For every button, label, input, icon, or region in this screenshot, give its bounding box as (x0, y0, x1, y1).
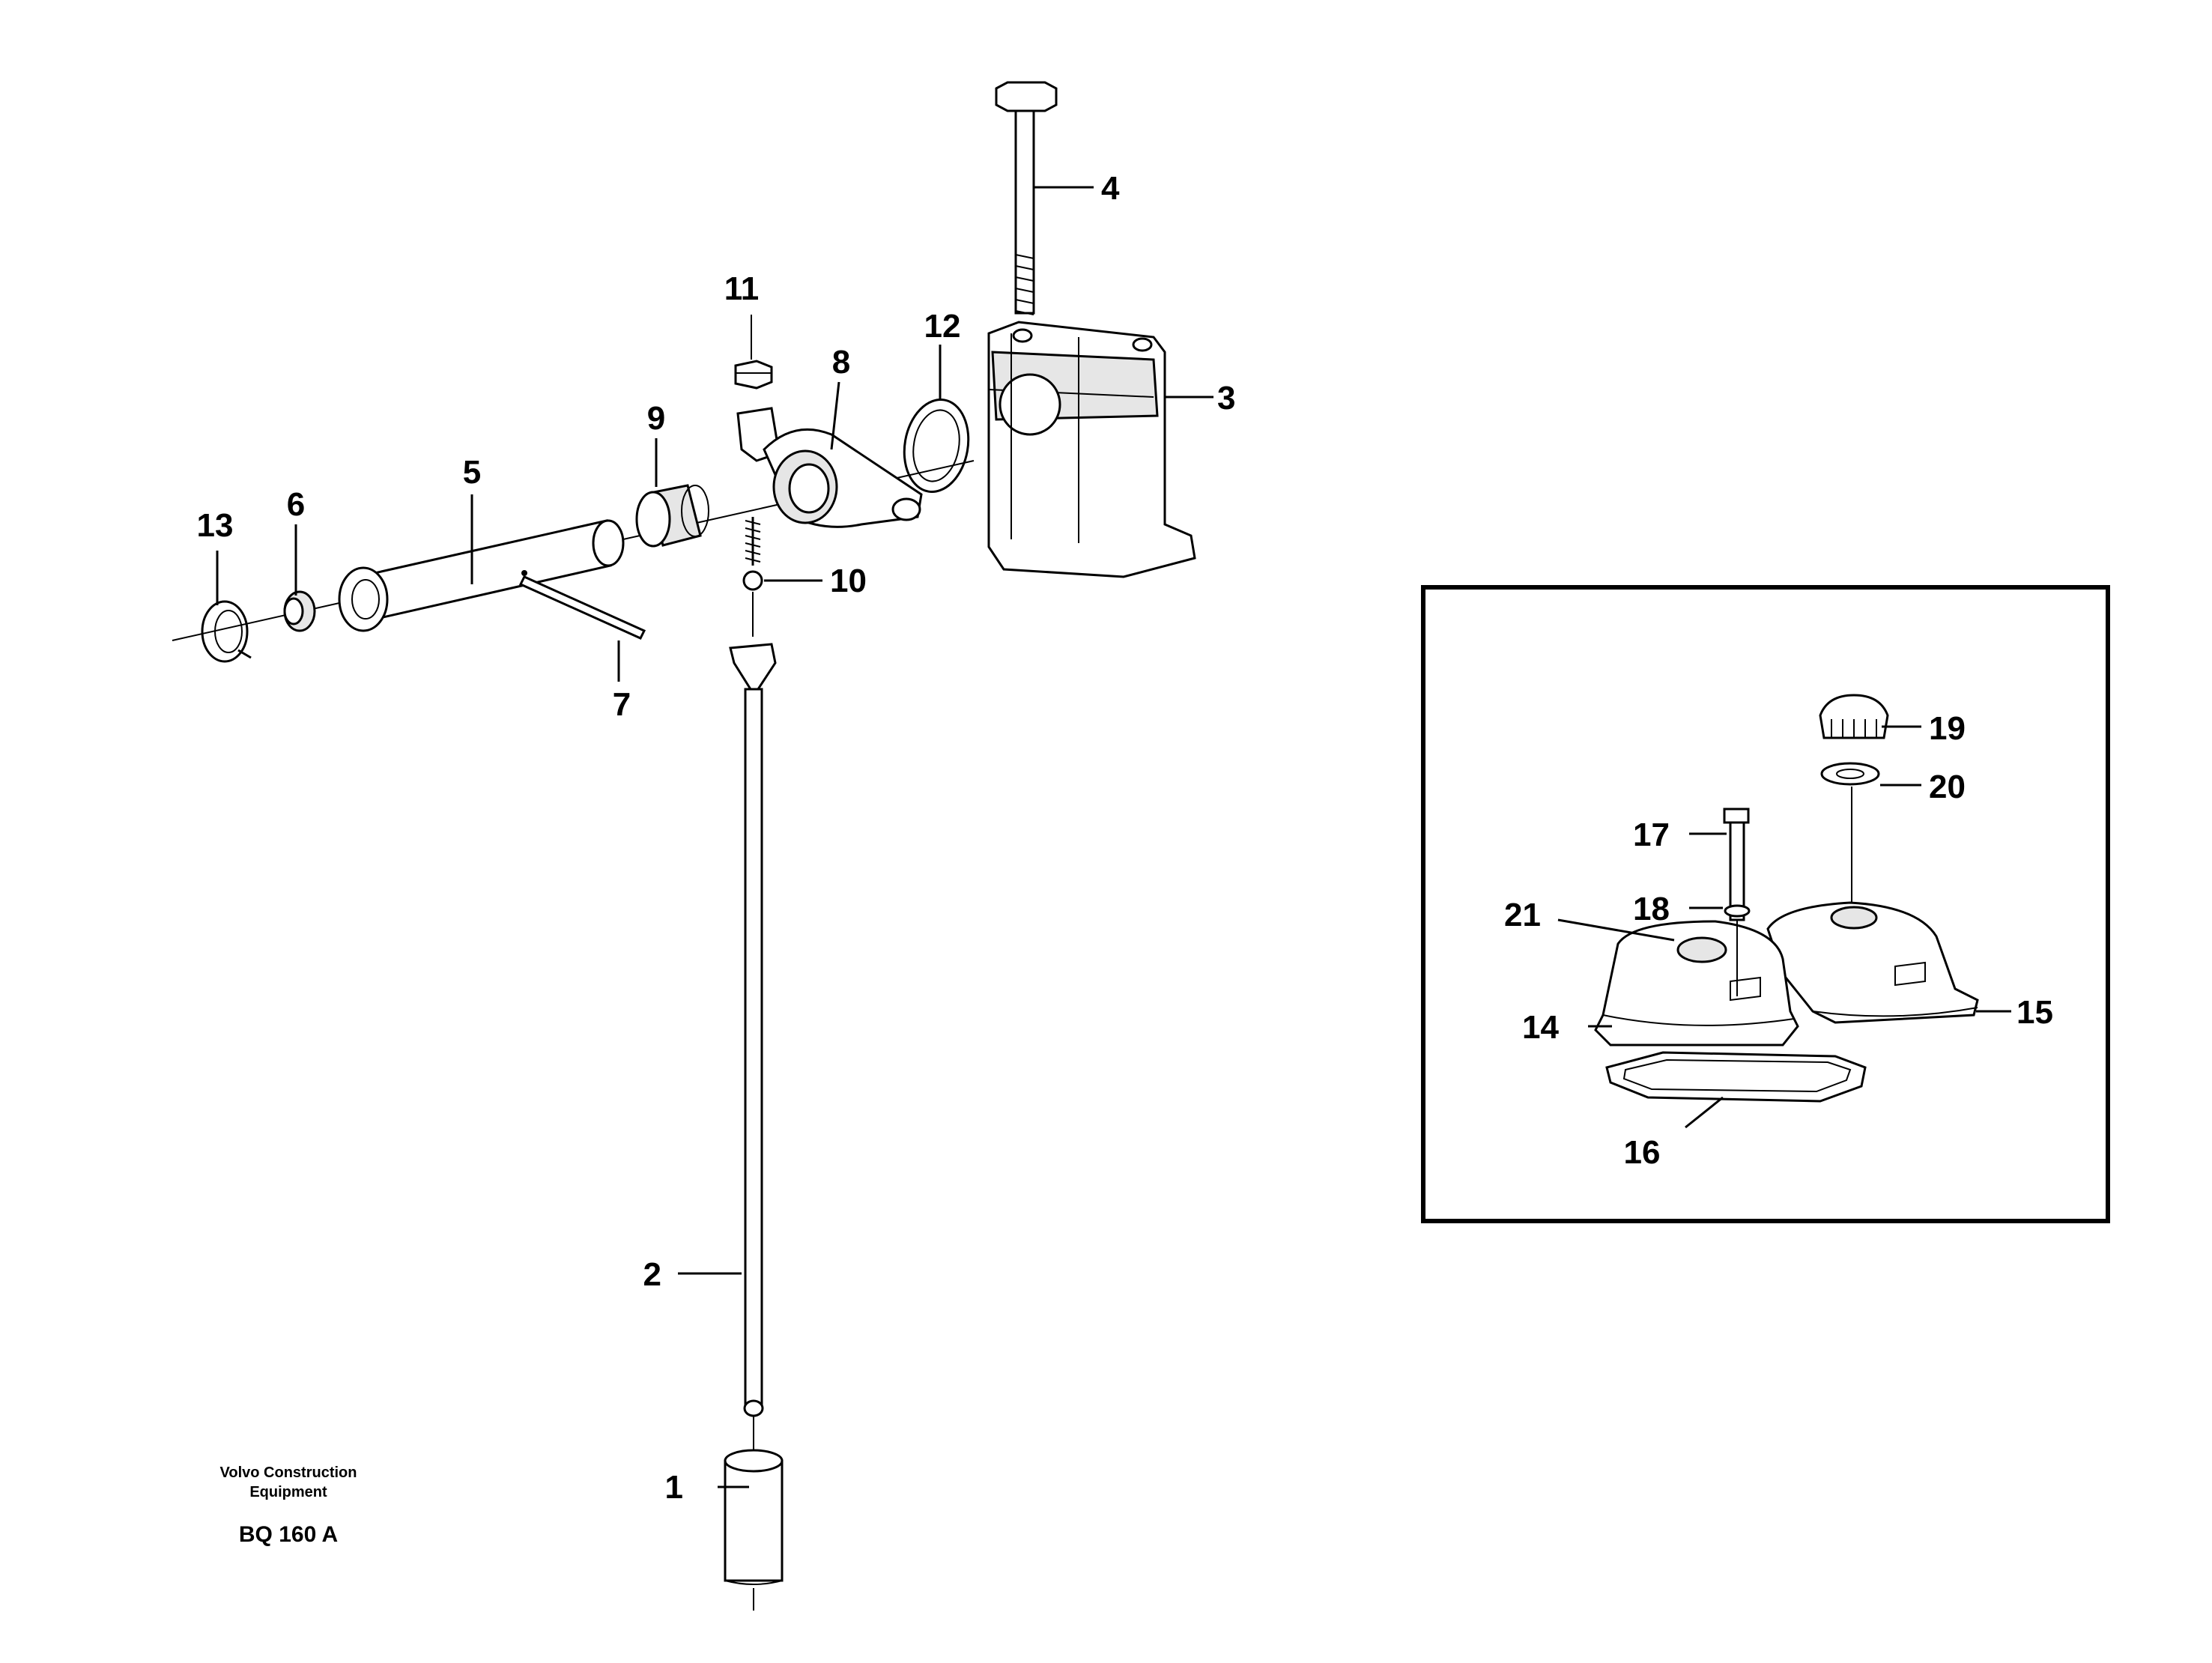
part-4-bolt (995, 81, 1058, 315)
callout-15: 15 (2016, 994, 2053, 1031)
leader-lines (216, 186, 2011, 1488)
callout-21: 21 (1504, 897, 1541, 933)
callout-3: 3 (1217, 380, 1235, 416)
caption-company-line1: Volvo Construction (220, 1464, 357, 1481)
callout-1: 1 (665, 1469, 683, 1506)
callout-2: 2 (643, 1256, 661, 1293)
part-17-screw (1723, 808, 1750, 996)
caption-drawing-code: BQ 160 A (239, 1522, 338, 1547)
part-15-rocker-cover (1766, 901, 1979, 1024)
callout-14: 14 (1522, 1009, 1559, 1046)
callout-13: 13 (197, 507, 234, 544)
part-13-circlip (201, 600, 252, 663)
part-19-filler-cap (1819, 694, 1889, 739)
inset-frame (1421, 585, 2110, 1223)
part-14-rocker-cover (1594, 920, 1799, 1046)
part-5-rocker-shaft (338, 519, 625, 632)
part-10-adjusting-screw (742, 517, 763, 637)
callout-18: 18 (1633, 891, 1670, 927)
callout-16: 16 (1624, 1134, 1661, 1171)
callout-7: 7 (613, 686, 631, 723)
part-1-tappet (724, 1449, 784, 1611)
part-7-pin (518, 575, 646, 640)
callout-4: 4 (1101, 170, 1120, 207)
part-20-washer (1820, 762, 1880, 906)
part-11-nut (734, 315, 773, 390)
part-18-washer (1724, 904, 1751, 918)
part-12-o-ring (903, 399, 970, 493)
callout-5: 5 (463, 454, 481, 491)
callout-20: 20 (1929, 769, 1966, 805)
callout-9: 9 (647, 400, 665, 437)
callout-6: 6 (287, 486, 305, 523)
callout-8: 8 (832, 344, 850, 381)
part-2-push-rod (729, 643, 777, 1457)
callout-17: 17 (1633, 817, 1670, 853)
part-9-bushing (635, 484, 709, 548)
callout-12: 12 (924, 308, 961, 345)
part-6-washer (283, 590, 316, 632)
part-3-rocker-bracket (987, 321, 1196, 578)
caption-company-line2: Equipment (249, 1484, 327, 1500)
callout-11: 11 (724, 270, 760, 307)
part-8-rocker-arm (736, 407, 923, 528)
callout-10: 10 (830, 563, 867, 599)
part-16-gasket (1605, 1051, 1867, 1103)
callout-19: 19 (1929, 710, 1966, 747)
